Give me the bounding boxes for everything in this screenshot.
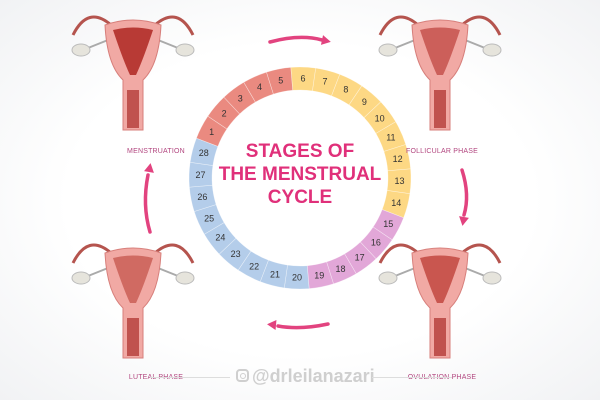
day-number: 14 [391,198,401,208]
day-number: 5 [278,75,283,85]
day-number: 4 [257,82,262,92]
diagram-title: STAGES OF THE MENSTRUAL CYCLE [200,140,400,209]
day-number: 21 [270,269,280,279]
phase-label-menstruation: MENSTRUATION [127,148,185,155]
day-number: 13 [394,176,404,186]
day-number: 27 [196,170,206,180]
instagram-icon [236,369,249,382]
cycle-arrows [143,35,469,330]
day-number: 15 [383,219,393,229]
uterus-luteal-illustration [71,243,195,359]
divider [150,377,230,378]
day-number: 16 [371,237,381,247]
day-number: 19 [314,271,324,281]
uterus-follicular-illustration [378,15,502,131]
cycle-arrow [459,168,469,226]
day-number: 20 [292,272,302,282]
day-segment-luteal [189,137,219,166]
uterus-menstruation-illustration [71,15,195,131]
day-number: 3 [238,93,243,103]
title-line: CYCLE [267,187,333,208]
day-number: 6 [300,74,305,84]
day-number: 11 [386,133,395,143]
watermark-handle: @drleilanazari [252,366,375,386]
day-number: 23 [231,249,241,259]
cycle-arrow [268,35,331,45]
day-number: 26 [197,192,207,202]
day-number: 8 [343,85,348,95]
day-number: 2 [222,109,227,119]
title-line: THE MENSTRUAL [218,164,382,185]
day-number: 18 [335,264,345,274]
day-number: 24 [215,233,225,243]
day-number: 12 [393,154,403,164]
day-number: 25 [204,213,214,223]
day-number: 1 [209,127,214,137]
day-number: 7 [323,77,328,87]
day-number: 17 [355,253,365,263]
day-number: 9 [362,97,367,107]
divider [372,377,452,378]
day-number: 28 [199,148,209,158]
title-line: STAGES OF [245,141,355,162]
phase-label-follicular: FOLLICULAR PHASE [405,148,479,155]
cycle-arrow [143,163,154,234]
watermark: @drleilanazari [0,362,600,392]
day-number: 10 [375,113,385,123]
cycle-arrow [267,320,330,330]
day-number: 22 [249,261,259,271]
uterus-ovulation-illustration [378,243,502,359]
